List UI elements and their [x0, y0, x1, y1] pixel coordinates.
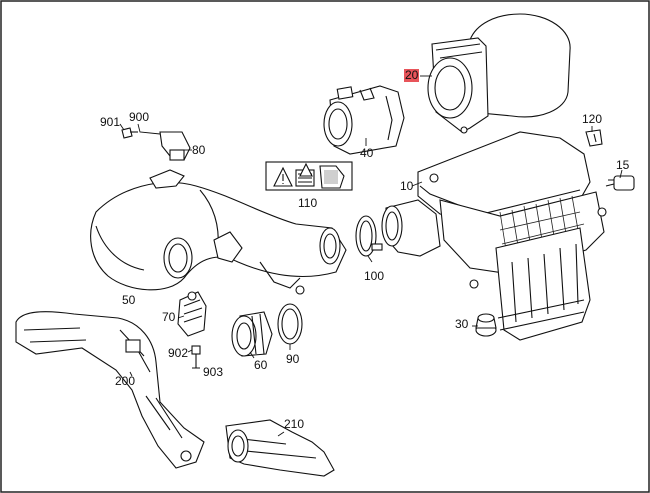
part-number-40: 40 [360, 146, 374, 160]
small-fitting [191, 345, 201, 369]
clip-part [585, 129, 603, 147]
warning-label [265, 161, 353, 191]
part-number-210: 210 [284, 417, 305, 431]
air-filter-housing [381, 131, 607, 341]
temperature-sensor [121, 127, 191, 161]
part-number-10: 10 [400, 179, 414, 193]
part-number-901: 901 [100, 115, 121, 129]
intake-sensor [605, 175, 635, 191]
hose-connector [177, 291, 207, 337]
part-number-80: 80 [192, 143, 206, 157]
part-number-200: 200 [115, 374, 136, 388]
rubber-sleeve [231, 311, 273, 357]
part-number-902: 902 [168, 346, 189, 360]
part-number-120: 120 [582, 112, 603, 126]
part-number-60: 60 [254, 358, 268, 372]
part-number-90: 90 [286, 352, 300, 366]
hose-clamp-100 [355, 215, 383, 257]
air-flow-sensor [323, 85, 405, 155]
intake-pipe [90, 169, 347, 295]
part-number-15: 15 [616, 158, 630, 172]
part-number-50: 50 [122, 293, 136, 307]
part-number-70: 70 [162, 310, 176, 324]
part-number-30: 30 [455, 317, 469, 331]
part-number-903: 903 [203, 365, 224, 379]
air-duct-200 [15, 311, 205, 469]
air-filter-element [427, 13, 571, 134]
part-number-100: 100 [364, 269, 385, 283]
part-number-900: 900 [129, 110, 150, 124]
part-number-110: 110 [298, 196, 318, 210]
rubber-grommet [475, 313, 497, 337]
air-duct-210 [225, 419, 335, 477]
part-number-20: 20 [404, 68, 420, 82]
leader-lines [119, 75, 623, 437]
hose-clamp-90 [277, 303, 303, 345]
